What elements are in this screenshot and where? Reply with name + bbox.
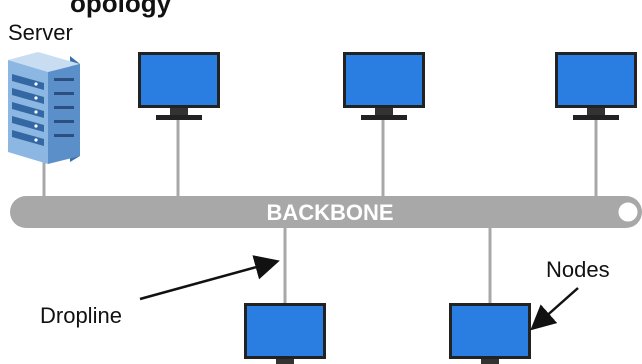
nodes-arrow — [530, 287, 579, 331]
monitor-icon-bottom-1 — [244, 303, 326, 364]
backbone-label: BACKBONE — [266, 200, 393, 225]
bottom-droplines — [283, 226, 492, 305]
diagram-title: opology — [70, 0, 172, 18]
backbone-terminator — [615, 199, 641, 225]
dropline-label: Dropline — [40, 303, 122, 328]
backbone: BACKBONE — [10, 196, 642, 228]
monitor-icon-top-1 — [138, 52, 220, 120]
monitor-icon-top-3 — [555, 52, 637, 120]
backbone-bar — [10, 196, 642, 228]
monitor-icon-bottom-2 — [449, 303, 531, 364]
nodes-label: Nodes — [546, 257, 610, 282]
monitor-icon-top-2 — [343, 52, 425, 120]
dropline-arrow — [139, 255, 280, 301]
server-label: Server — [8, 20, 73, 45]
server-icon — [8, 52, 80, 164]
top-droplines — [42, 120, 598, 198]
